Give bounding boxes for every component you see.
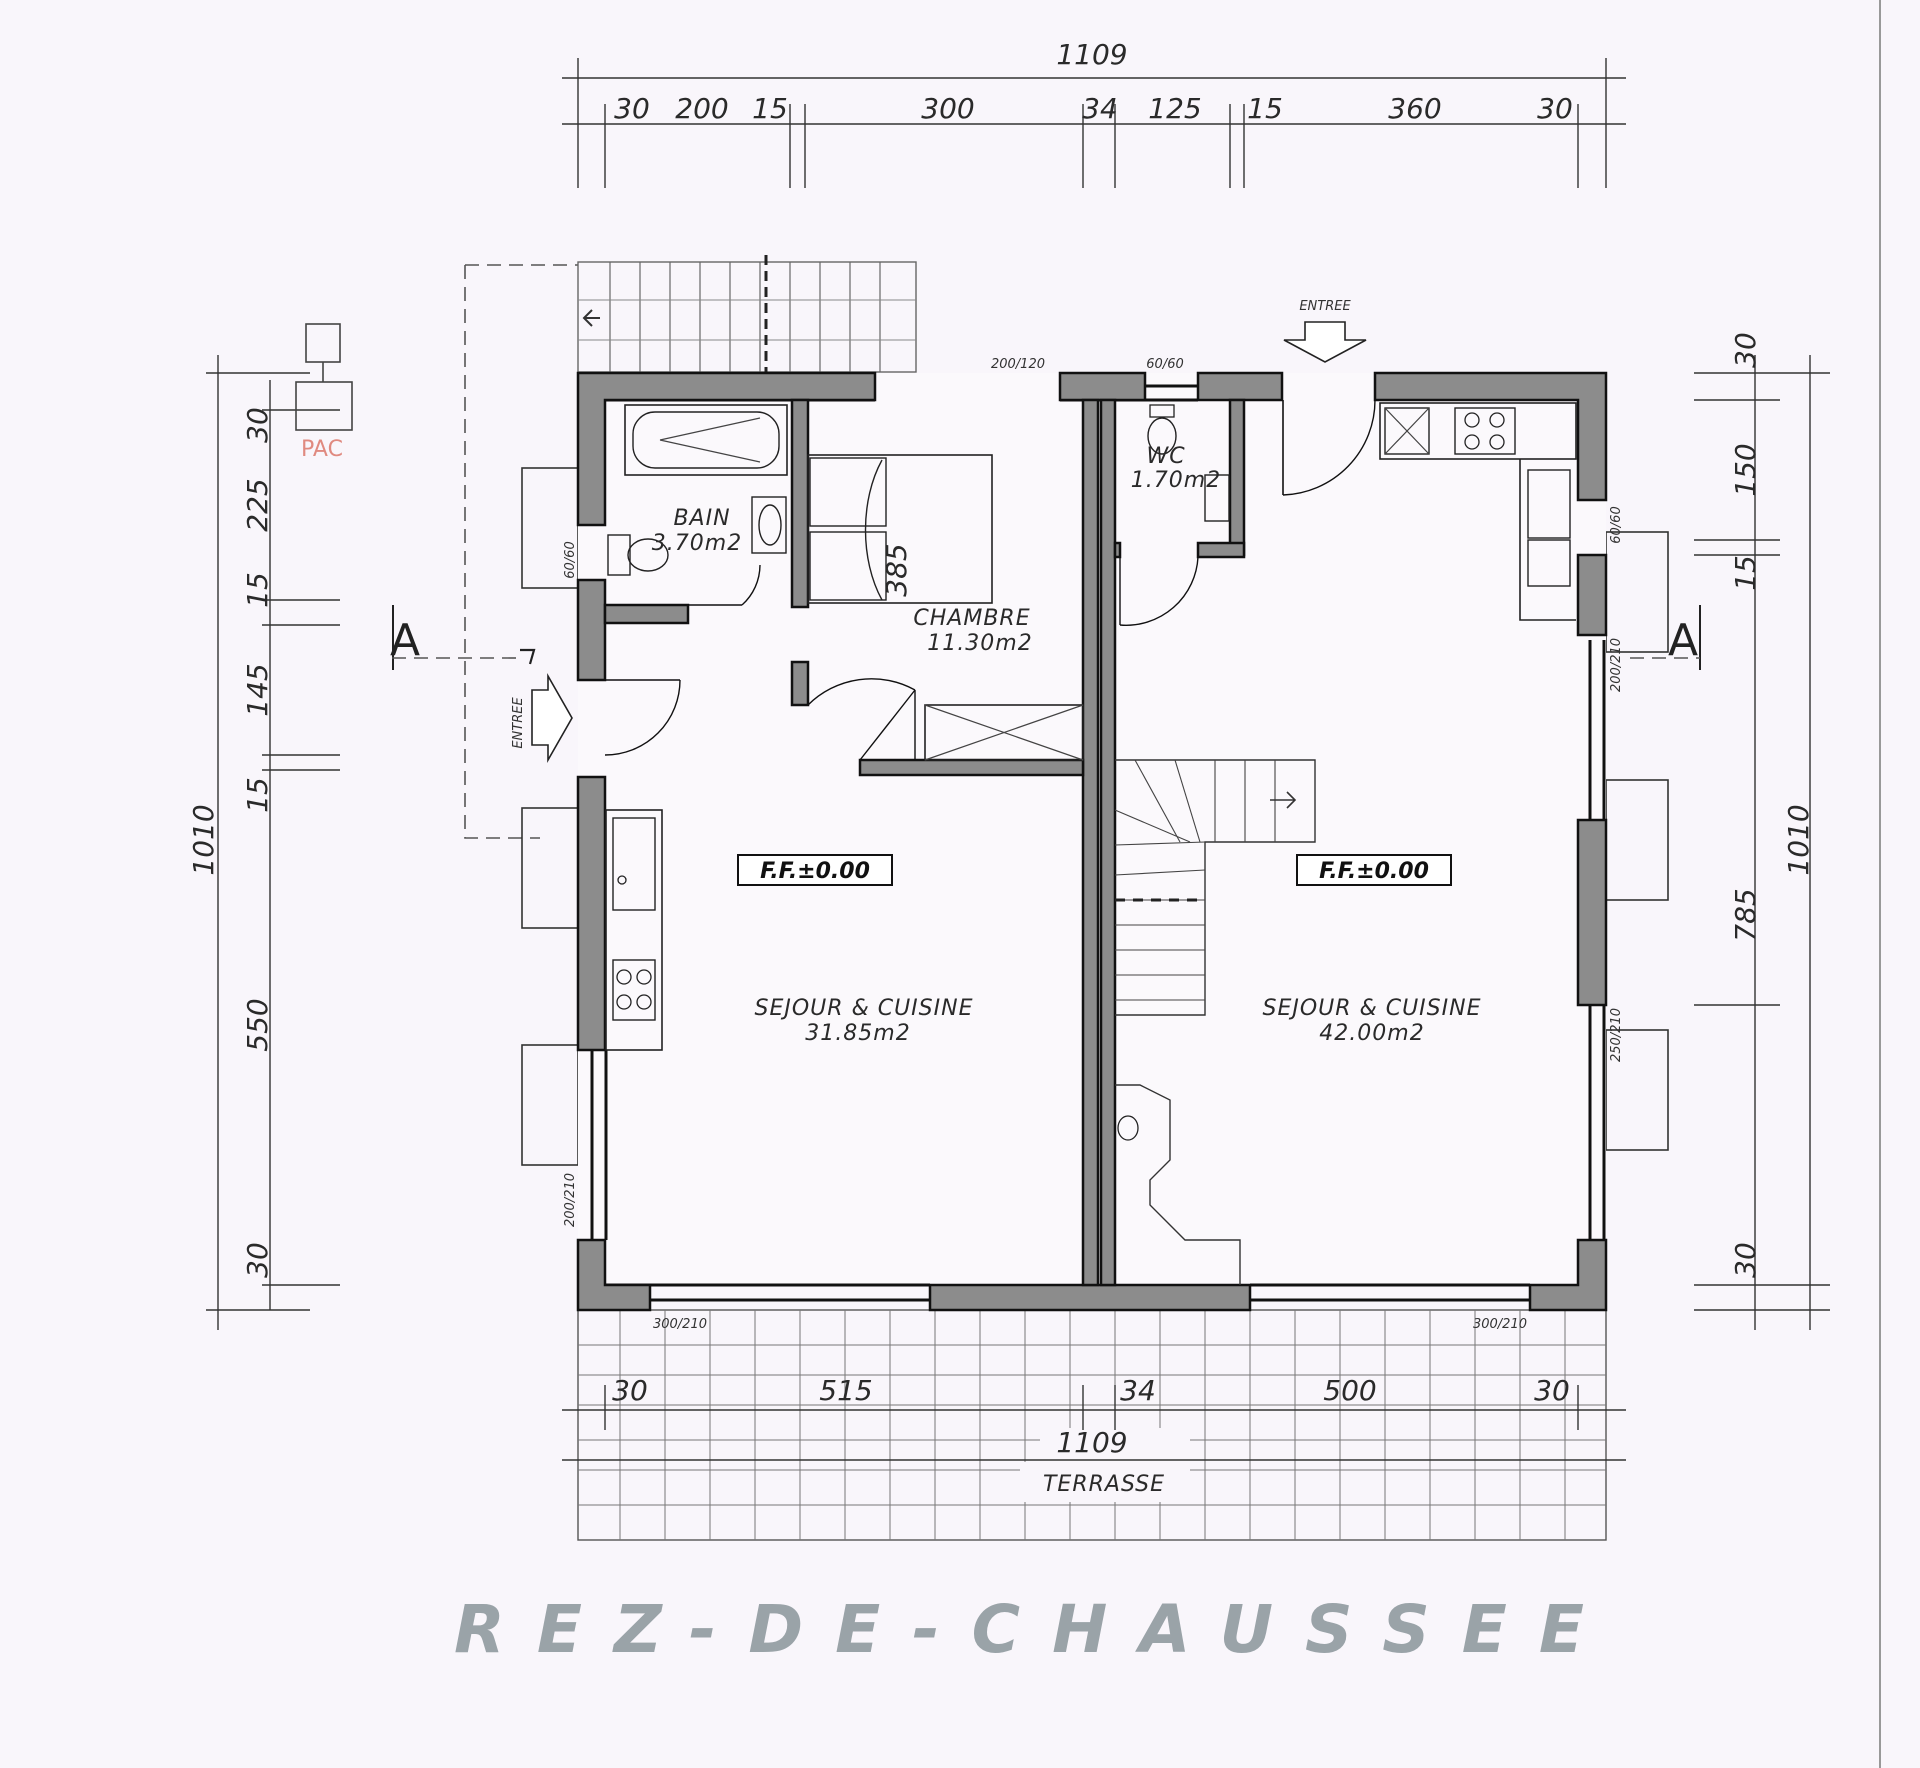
sejour-right-area: 42.00m2 (1319, 1021, 1424, 1046)
svg-text:300/210: 300/210 (1473, 1317, 1527, 1332)
room-bain: BAIN 3.70m2 (652, 506, 742, 556)
top-dim-8: 360 (1388, 92, 1441, 125)
svg-text:F.F.±0.00: F.F.±0.00 (760, 859, 870, 884)
chambre-area: 11.30m2 (927, 631, 1032, 656)
right-dim-1: 30 (1729, 332, 1762, 368)
closet (924, 704, 1084, 761)
entrance-top: ENTREE (1283, 299, 1367, 363)
wc-area: 1.70m2 (1131, 468, 1221, 493)
room-sejour-left: SEJOUR & CUISINE 31.85m2 (755, 996, 974, 1046)
terrasse-label: TERRASSE (1043, 1472, 1165, 1497)
wc-name: WC (1146, 444, 1185, 469)
plan-title: REZ-DE-CHAUSSEE (454, 1591, 1616, 1668)
left-dim-5: 15 (241, 777, 274, 813)
bottom-total-dim: 1109 (1056, 1426, 1127, 1459)
left-dim-6: 550 (241, 998, 274, 1051)
bottom-dim-5: 30 (1534, 1374, 1570, 1407)
left-dim-4: 145 (241, 663, 274, 716)
floor-level-left: F.F.±0.00 (737, 854, 893, 886)
top-dim-9: 30 (1537, 92, 1573, 125)
svg-text:60/60: 60/60 (1609, 506, 1624, 543)
svg-text:60/60: 60/60 (563, 541, 578, 578)
right-total-dim: 1010 (1782, 804, 1815, 875)
opening-labels: 200/120 60/60 60/60 200/210 60/60 200/21… (563, 357, 1624, 1332)
svg-text:200/210: 200/210 (563, 1173, 578, 1227)
right-dim-2: 150 (1729, 443, 1762, 496)
room-sejour-right: SEJOUR & CUISINE 42.00m2 (1263, 996, 1482, 1046)
wc-fixtures (1147, 404, 1230, 522)
top-total-dim: 1109 (1056, 38, 1127, 71)
kitchen-right (1379, 402, 1577, 621)
bottom-dim-3: 34 (1120, 1374, 1156, 1407)
top-dimensions: 1109 30 200 15 300 34 125 15 360 30 (562, 38, 1626, 188)
bath-toilet (607, 534, 669, 576)
svg-text:F.F.±0.00: F.F.±0.00 (1319, 859, 1429, 884)
right-dim-4: 785 (1729, 888, 1762, 941)
top-dim-3: 15 (752, 92, 788, 125)
left-dim-2: 225 (241, 478, 274, 531)
pac-label: PAC (301, 437, 343, 462)
bath-basin (751, 496, 787, 554)
sejour-right-name: SEJOUR & CUISINE (1263, 996, 1482, 1021)
bottom-dim-4: 500 (1323, 1374, 1376, 1407)
terrace: TERRASSE (577, 1309, 1607, 1541)
room-wc: WC 1.70m2 (1131, 444, 1221, 493)
top-dim-1: 30 (614, 92, 650, 125)
top-dim-5: 34 (1082, 92, 1118, 125)
bottom-dim-2: 515 (819, 1374, 872, 1407)
sejour-left-name: SEJOUR & CUISINE (755, 996, 974, 1021)
bain-name: BAIN (673, 506, 730, 531)
chambre-name: CHAMBRE (913, 606, 1030, 631)
sejour-left-area: 31.85m2 (805, 1021, 910, 1046)
top-dim-6: 125 (1148, 92, 1201, 125)
section-marker-left: A (390, 605, 536, 670)
doors (604, 399, 1376, 761)
right-dimensions: 1010 30 150 15 785 30 (1694, 332, 1830, 1330)
section-marker-right: A (1566, 605, 1701, 670)
bain-area: 3.70m2 (652, 531, 742, 556)
bed (807, 454, 993, 604)
svg-text:200/210: 200/210 (1609, 638, 1624, 692)
interior-stairs (1114, 759, 1316, 1016)
entrance-left: ENTREE (511, 672, 573, 764)
left-dimensions: 1010 30 225 15 145 15 550 30 (187, 355, 340, 1330)
left-dim-1: 30 (241, 407, 274, 443)
left-dim-7: 30 (241, 1242, 274, 1278)
bottom-dimensions: 30 515 34 500 30 1109 (562, 1374, 1626, 1461)
chambre-dim: 385 (880, 543, 913, 596)
left-total-dim: 1010 (187, 804, 220, 875)
svg-text:200/120: 200/120 (991, 357, 1045, 372)
kitchen-left (605, 809, 663, 1051)
left-dim-3: 15 (241, 572, 274, 608)
bathtub (624, 404, 788, 476)
svg-text:300/210: 300/210 (653, 1317, 707, 1332)
svg-text:ENTREE: ENTREE (511, 697, 526, 749)
stove-corner (1115, 1084, 1241, 1285)
floor-level-right: F.F.±0.00 (1296, 854, 1452, 886)
bottom-dim-1: 30 (612, 1374, 648, 1407)
top-dim-7: 15 (1247, 92, 1283, 125)
top-dim-2: 200 (675, 92, 728, 125)
right-dim-3: 15 (1729, 555, 1762, 591)
top-dim-4: 300 (921, 92, 974, 125)
svg-text:60/60: 60/60 (1146, 357, 1183, 372)
right-dim-5: 30 (1729, 1242, 1762, 1278)
pac-unit: PAC (295, 323, 353, 462)
svg-text:ENTREE: ENTREE (1299, 299, 1351, 314)
svg-text:250/210: 250/210 (1609, 1008, 1624, 1062)
room-chambre: CHAMBRE 11.30m2 385 (880, 543, 1032, 656)
